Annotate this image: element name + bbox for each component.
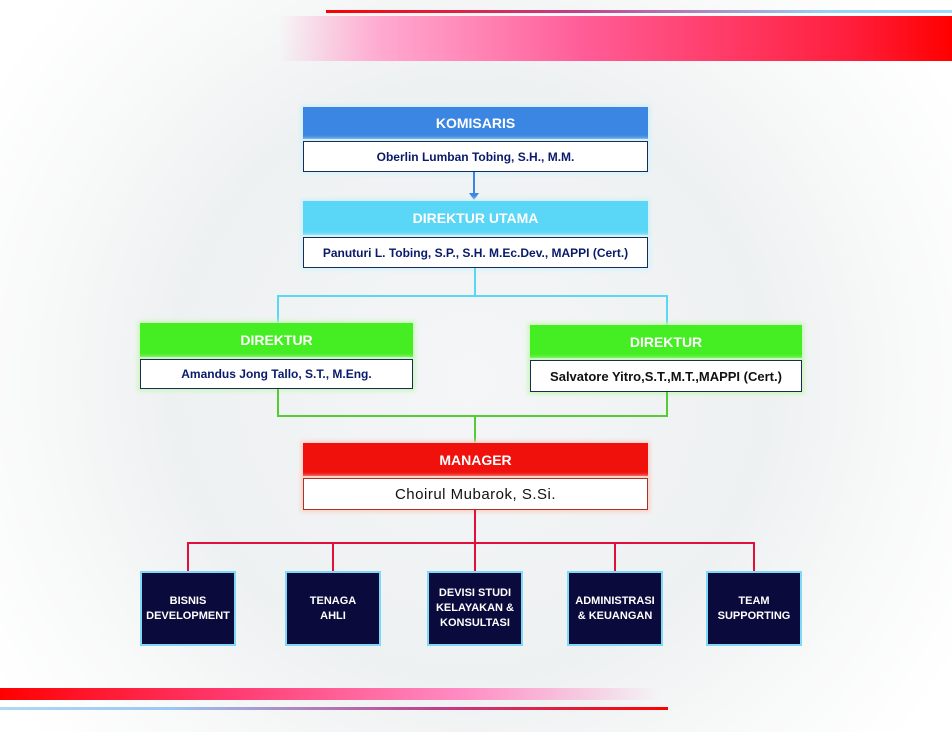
connector bbox=[277, 295, 668, 297]
direktur-utama-name: Panuturi L. Tobing, S.P., S.H. M.Ec.Dev.… bbox=[303, 237, 648, 268]
dept-bisnis-development: BISNIS DEVELOPMENT bbox=[140, 571, 236, 646]
bottom-banner bbox=[0, 688, 660, 700]
manager-header: MANAGER bbox=[303, 443, 648, 476]
dept-team-supporting: TEAM SUPPORTING bbox=[706, 571, 802, 646]
direktur-left-header: DIREKTUR bbox=[140, 323, 413, 357]
dept-tenaga-ahli: TENAGA AHLI bbox=[285, 571, 381, 646]
connector-arrow bbox=[473, 172, 475, 194]
connector bbox=[753, 542, 755, 571]
dept-administrasi: ADMINISTRASI & KEUANGAN bbox=[567, 571, 663, 646]
connector bbox=[474, 268, 476, 296]
direktur-left-name: Amandus Jong Tallo, S.T., M.Eng. bbox=[140, 359, 413, 389]
dept-devisi-studi: DEVISI STUDI KELAYAKAN & KONSULTASI bbox=[427, 571, 523, 646]
komisaris-name: Oberlin Lumban Tobing, S.H., M.M. bbox=[303, 141, 648, 172]
connector bbox=[614, 542, 616, 571]
connector bbox=[474, 542, 476, 571]
arrow-head-icon bbox=[469, 193, 479, 200]
komisaris-header: KOMISARIS bbox=[303, 107, 648, 139]
manager-name: Choirul Mubarok, S.Si. bbox=[303, 478, 648, 510]
connector bbox=[474, 510, 476, 543]
connector bbox=[187, 542, 755, 544]
connector bbox=[277, 295, 279, 324]
direktur-right-name: Salvatore Yitro,S.T.,M.T.,MAPPI (Cert.) bbox=[530, 360, 802, 392]
direktur-utama-header: DIREKTUR UTAMA bbox=[303, 201, 648, 235]
connector bbox=[187, 542, 189, 571]
top-accent-line bbox=[326, 10, 952, 13]
top-banner bbox=[278, 16, 952, 61]
connector bbox=[277, 389, 279, 416]
direktur-right-header: DIREKTUR bbox=[530, 325, 802, 358]
connector bbox=[666, 295, 668, 325]
connector bbox=[474, 415, 476, 443]
connector bbox=[332, 542, 334, 571]
bottom-accent-line bbox=[0, 707, 668, 710]
connector bbox=[277, 415, 668, 417]
connector bbox=[666, 392, 668, 416]
